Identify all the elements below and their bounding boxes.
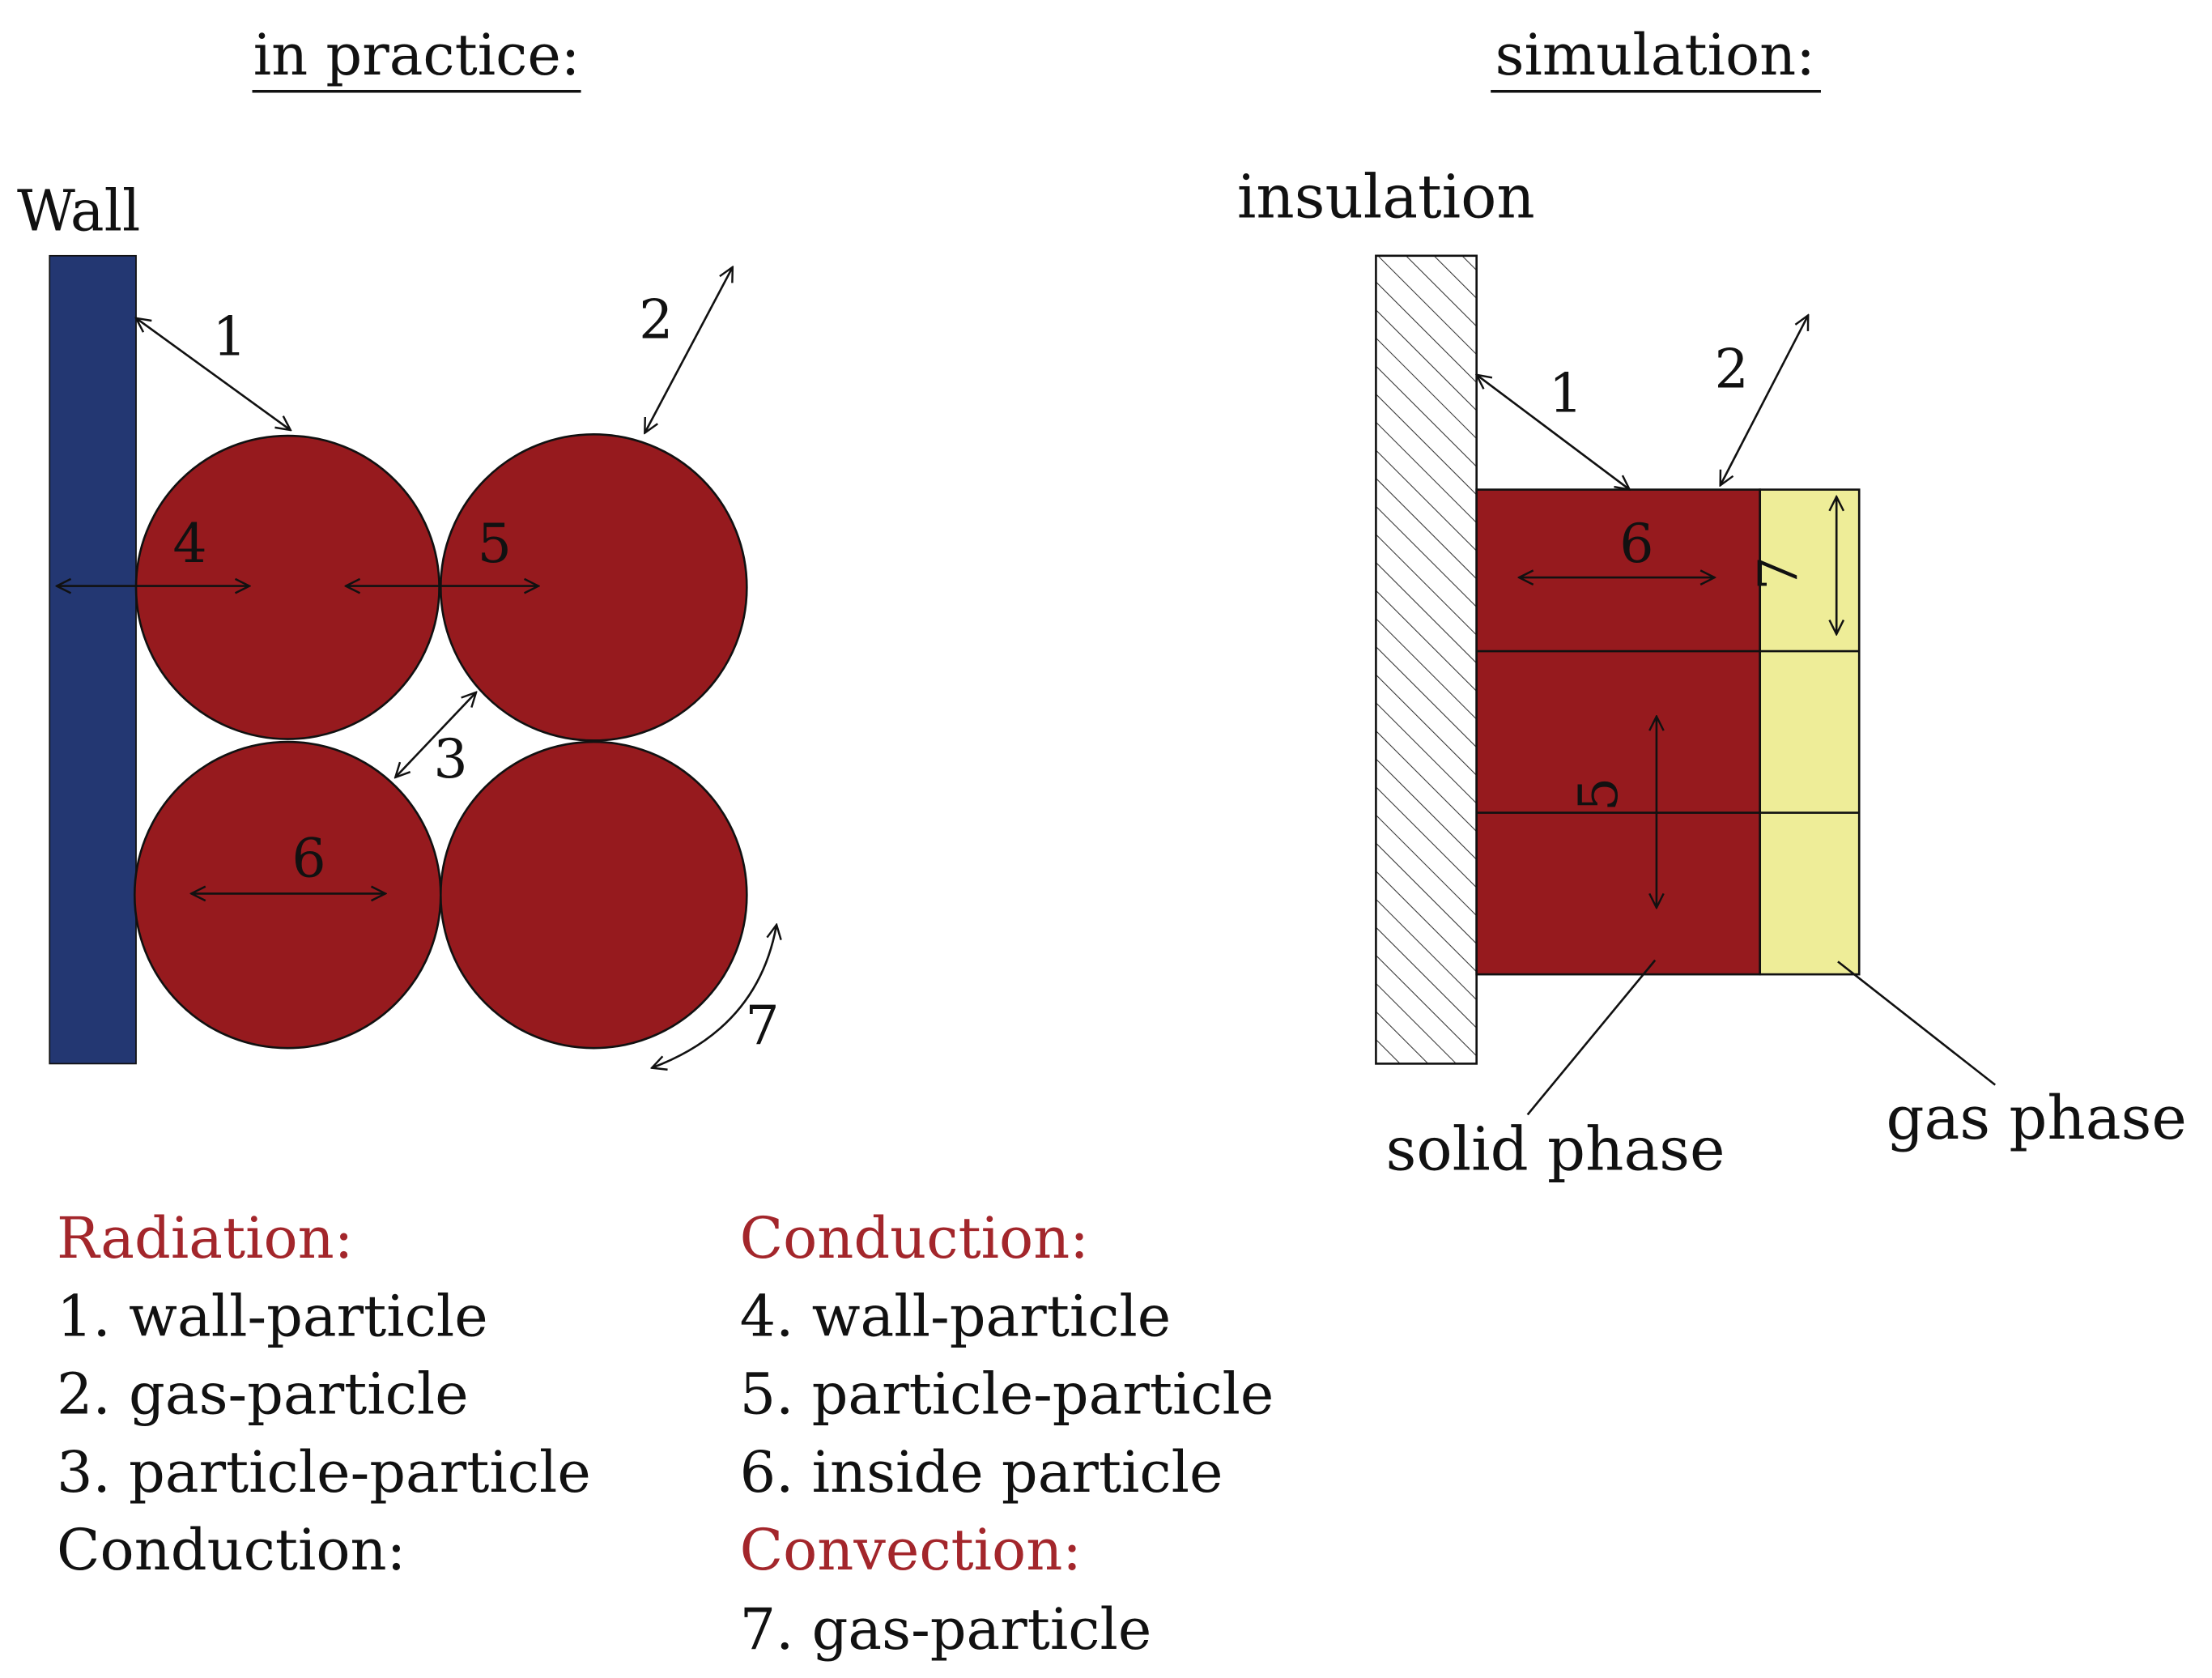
arrow-2-gas-particle — [644, 267, 733, 433]
solid-phase-block — [1475, 488, 1762, 976]
heading-in-practice: in practice: — [253, 22, 581, 88]
arrow-7-convection — [652, 925, 776, 1068]
legend-column-2: Conduction: 4. wall-particle 5. particle… — [740, 1205, 1274, 1663]
legend-conduction-title-black: Conduction: — [57, 1517, 406, 1583]
gas-phase-leader — [1837, 960, 1997, 1086]
particle-top-right — [439, 433, 748, 742]
label-gas-phase: gas phase — [1886, 1084, 2186, 1153]
arrow-1-wall-particle — [136, 318, 291, 430]
legend-item: 5. particle-particle — [740, 1361, 1274, 1428]
sim-marker-6: 6 — [1619, 512, 1653, 575]
sim-arrow-1 — [1477, 375, 1630, 490]
sim-marker-2: 2 — [1715, 338, 1749, 401]
marker-7: 7 — [745, 994, 779, 1057]
legend-item: 7. gas-particle — [740, 1596, 1152, 1663]
label-wall: Wall — [17, 177, 140, 244]
heading-simulation: simulation: — [1495, 22, 1815, 88]
legend-item: 2. gas-particle — [57, 1361, 469, 1428]
marker-4: 4 — [172, 512, 206, 575]
sim-arrow-2 — [1721, 315, 1809, 485]
marker-6: 6 — [291, 826, 325, 889]
particle-bottom-left — [133, 740, 442, 1050]
marker-2: 2 — [639, 287, 673, 351]
legend-conduction-title: Conduction: — [740, 1205, 1089, 1271]
sim-marker-5: 5 — [1567, 777, 1630, 811]
label-insulation: insulation — [1237, 164, 1535, 232]
sim-marker-7: 7 — [1746, 556, 1810, 590]
sim-marker-1: 1 — [1549, 361, 1583, 424]
insulation-block — [1375, 254, 1478, 1065]
wall-block — [49, 254, 137, 1065]
arrow-3-particle-particle — [395, 692, 476, 777]
legend-radiation-title: Radiation: — [57, 1205, 353, 1271]
legend-convection-title: Convection: — [740, 1517, 1082, 1583]
marker-3: 3 — [433, 727, 467, 790]
particle-bottom-right — [439, 740, 748, 1050]
legend-item: 6. inside particle — [740, 1439, 1223, 1506]
solid-phase-leader — [1526, 959, 1657, 1116]
legend-item: 4. wall-particle — [740, 1283, 1172, 1349]
particle-top-left — [134, 434, 440, 740]
marker-1: 1 — [212, 305, 246, 368]
label-solid-phase: solid phase — [1386, 1116, 1725, 1185]
legend-item: 1. wall-particle — [57, 1283, 488, 1349]
legend-column-1: Radiation: 1. wall-particle 2. gas-parti… — [57, 1205, 591, 1583]
legend-item: 3. particle-particle — [57, 1439, 591, 1506]
marker-5: 5 — [478, 512, 512, 575]
